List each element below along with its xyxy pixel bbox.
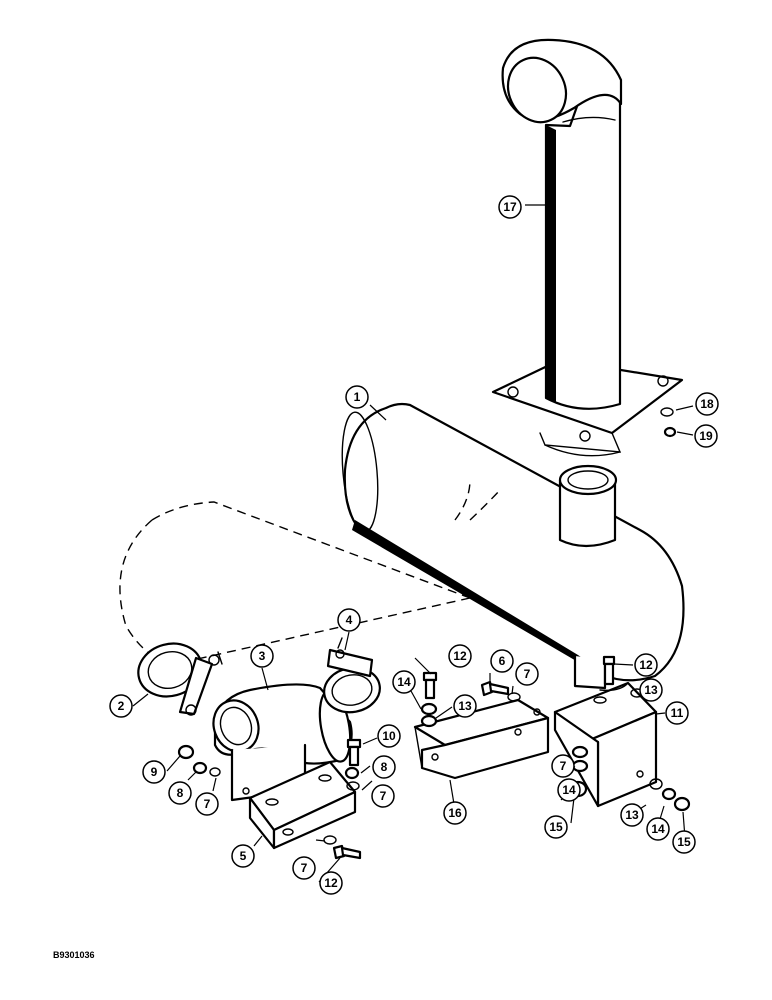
svg-text:7: 7 xyxy=(204,797,211,811)
callout-13: 13 xyxy=(639,678,663,702)
bracket-16 xyxy=(413,698,550,780)
callout-8: 8 xyxy=(168,781,192,805)
svg-text:7: 7 xyxy=(560,759,567,773)
callout-16: 16 xyxy=(443,801,467,825)
callout-12: 12 xyxy=(448,644,472,668)
svg-text:13: 13 xyxy=(458,699,472,713)
svg-text:12: 12 xyxy=(453,649,467,663)
callout-3: 3 xyxy=(250,644,274,668)
callout-13: 13 xyxy=(620,803,644,827)
callout-7: 7 xyxy=(551,754,575,778)
svg-text:15: 15 xyxy=(677,835,691,849)
svg-text:15: 15 xyxy=(549,820,563,834)
callout-12: 12 xyxy=(634,653,658,677)
svg-text:6: 6 xyxy=(499,654,506,668)
svg-text:7: 7 xyxy=(301,861,308,875)
svg-text:11: 11 xyxy=(671,706,684,720)
callout-14: 14 xyxy=(646,817,670,841)
svg-text:12: 12 xyxy=(639,658,653,672)
svg-text:16: 16 xyxy=(448,806,462,820)
svg-text:8: 8 xyxy=(381,760,388,774)
nut xyxy=(177,407,691,845)
svg-text:14: 14 xyxy=(562,783,576,797)
svg-text:13: 13 xyxy=(625,808,639,822)
callout-15: 15 xyxy=(544,815,568,839)
callout-7: 7 xyxy=(371,784,395,808)
svg-text:13: 13 xyxy=(644,683,658,697)
callout-6: 6 xyxy=(490,649,514,673)
svg-text:19: 19 xyxy=(699,429,713,443)
callout-2: 2 xyxy=(109,694,133,718)
callout-10: 10 xyxy=(377,724,401,748)
svg-text:10: 10 xyxy=(382,729,396,743)
callout-17: 17 xyxy=(498,195,522,219)
band-clamp xyxy=(323,637,381,714)
bracket-11 xyxy=(553,681,658,808)
svg-text:18: 18 xyxy=(700,397,714,411)
bracket-5 xyxy=(248,760,357,850)
svg-text:2: 2 xyxy=(118,699,125,713)
svg-text:7: 7 xyxy=(524,667,531,681)
svg-text:7: 7 xyxy=(380,789,387,803)
callout-9: 9 xyxy=(142,760,166,784)
callout-4: 4 xyxy=(337,608,361,632)
callout-13: 13 xyxy=(453,694,477,718)
svg-text:1: 1 xyxy=(354,390,361,404)
svg-text:9: 9 xyxy=(151,765,158,779)
callout-5: 5 xyxy=(231,844,255,868)
svg-text:14: 14 xyxy=(397,675,411,689)
callout-1: 1 xyxy=(345,385,369,409)
callout-7: 7 xyxy=(515,662,539,686)
callout-8: 8 xyxy=(372,755,396,779)
svg-text:12: 12 xyxy=(324,876,338,890)
callout-12: 12 xyxy=(319,871,343,895)
muffler xyxy=(119,402,685,690)
svg-text:3: 3 xyxy=(259,649,266,663)
callout-19: 19 xyxy=(694,424,718,448)
callout-15: 15 xyxy=(672,830,696,854)
svg-text:17: 17 xyxy=(503,200,517,214)
exhaust-stack xyxy=(491,38,684,457)
exhaust-clamp xyxy=(137,642,223,716)
svg-text:5: 5 xyxy=(240,849,247,863)
figure-id: B9301036 xyxy=(53,950,95,960)
callout-14: 14 xyxy=(392,670,416,694)
callout-7: 7 xyxy=(292,856,316,880)
bolt xyxy=(332,655,616,860)
svg-text:4: 4 xyxy=(346,613,353,627)
callout-14: 14 xyxy=(557,778,581,802)
svg-text:8: 8 xyxy=(177,786,184,800)
callout-18: 18 xyxy=(695,392,719,416)
svg-text:14: 14 xyxy=(651,822,665,836)
callout-11: 11 xyxy=(665,701,689,725)
callout-7: 7 xyxy=(195,792,219,816)
